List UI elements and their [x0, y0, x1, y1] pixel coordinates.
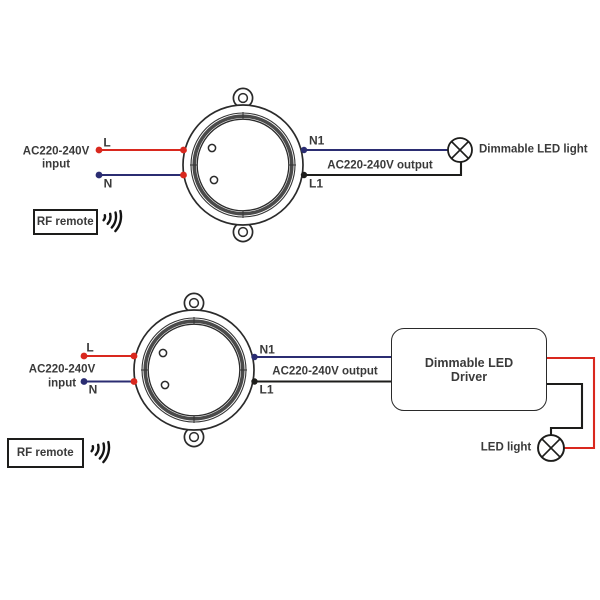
top-diagram: [95, 86, 473, 244]
bottom-n1-terminal-label: N1: [259, 342, 275, 356]
bottom-l1-terminal-label: L1: [259, 382, 274, 396]
bottom-load-label: LED light: [480, 441, 532, 453]
bottom-input-label-line2: input: [47, 377, 77, 389]
top-l1-output-wire: [304, 162, 463, 177]
terminal-dot: [180, 146, 187, 154]
bottom-rf-remote-box: RF remote: [7, 438, 84, 468]
terminal-dot: [300, 171, 308, 179]
top-input-label-line2: input: [41, 158, 71, 171]
bottom-input-label-line1: AC220-240V: [28, 363, 96, 376]
top-rf-remote-box: RF remote: [32, 208, 98, 235]
bottom-rf-remote-label: RF remote: [16, 446, 74, 459]
driver-positive-wire: [543, 356, 596, 450]
top-neutral-terminal-label: N: [103, 176, 113, 191]
top-n1-terminal-label: N1: [309, 133, 325, 148]
terminal-dot: [180, 171, 187, 179]
terminal-dot: [300, 146, 308, 154]
terminal-dot: [95, 171, 103, 179]
round-dimmer-connector-icon: [132, 291, 256, 449]
round-dimmer-connector-icon: [181, 86, 305, 244]
crossed-circle-lamp-icon: [537, 434, 565, 462]
bottom-output-label: AC220-240V output: [272, 365, 378, 378]
top-output-label: AC220-240V output: [327, 159, 433, 171]
dimmable-led-driver-box: Dimmable LED Driver: [391, 328, 547, 411]
terminal-dot: [80, 352, 88, 360]
rf-signal-waves-icon: [100, 206, 125, 233]
bottom-neutral-terminal-label: N: [88, 382, 98, 397]
top-l1-terminal-label: L1: [309, 176, 324, 191]
rf-signal-waves-icon: [88, 437, 113, 464]
terminal-dot: [251, 353, 258, 361]
driver-label-line2: Driver: [450, 369, 488, 384]
top-load-label: Dimmable LED light: [479, 143, 588, 156]
terminal-dot: [130, 352, 138, 360]
bottom-live-terminal-label: L: [86, 340, 94, 354]
top-rf-remote-label: RF remote: [36, 215, 94, 228]
terminal-dot: [251, 378, 258, 385]
terminal-dot: [95, 146, 103, 154]
driver-negative-wire: [543, 382, 584, 435]
terminal-dot: [130, 378, 138, 385]
terminal-dot: [80, 378, 88, 385]
top-input-label-line1: AC220-240V: [22, 145, 90, 157]
crossed-circle-lamp-icon: [447, 137, 473, 163]
driver-label-line1: Dimmable LED: [424, 355, 514, 370]
top-live-terminal-label: L: [103, 135, 111, 150]
